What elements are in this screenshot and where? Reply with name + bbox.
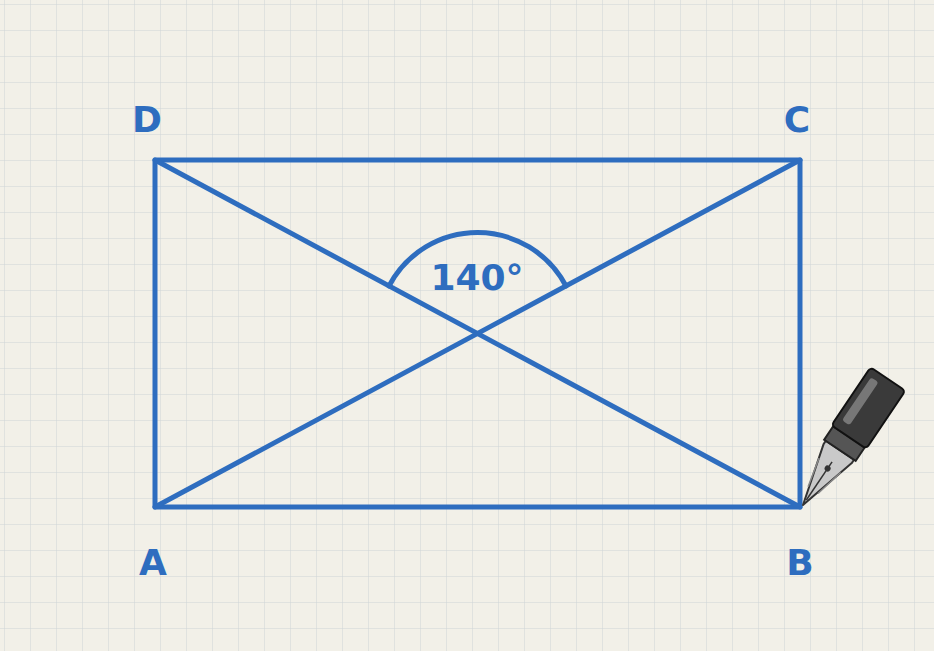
rectangle bbox=[155, 160, 800, 507]
vertex-label: B bbox=[786, 545, 813, 581]
vertex-label: D bbox=[132, 102, 162, 138]
diagonal bbox=[155, 160, 800, 507]
angle-label: 140° bbox=[430, 260, 523, 296]
vertex-label: A bbox=[139, 545, 167, 581]
diagonal bbox=[155, 160, 800, 507]
vertex-label: C bbox=[784, 102, 810, 138]
fountain-pen bbox=[786, 367, 906, 516]
